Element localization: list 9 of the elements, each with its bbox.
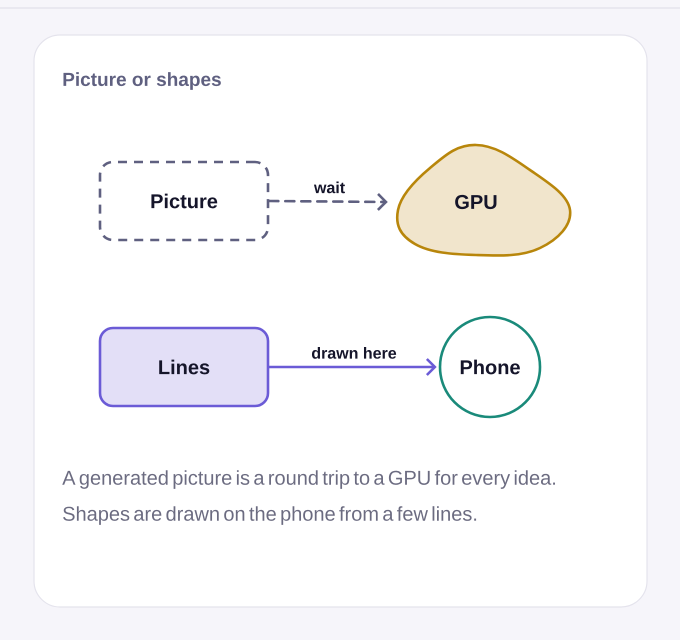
process-box: Lines xyxy=(98,326,270,408)
edge-label: drawn here xyxy=(310,346,398,360)
card-title: Picture or shapes xyxy=(63,72,221,90)
caption-text: A generated picture is a round trip to a GPU for every idea. Shapes are drawn on the phone from a few lines. xyxy=(62,470,555,525)
arrow xyxy=(268,358,437,376)
arrow xyxy=(268,193,388,211)
edge-label: wait xyxy=(313,180,346,194)
process-box: Picture xyxy=(98,160,270,242)
circle-node: Phone xyxy=(438,316,542,418)
